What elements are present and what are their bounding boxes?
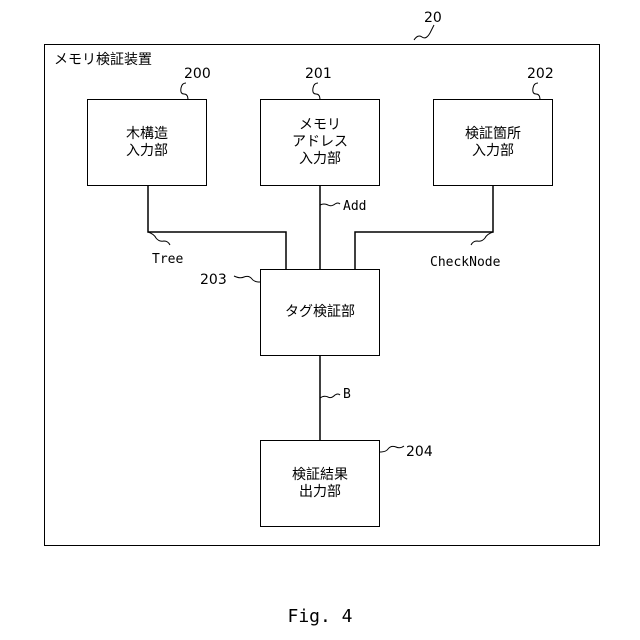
leader-200: [181, 83, 188, 100]
signal-tree-label: Tree: [152, 252, 183, 267]
ref-20: 20: [424, 10, 442, 26]
leader-203: [234, 276, 260, 282]
leader-202: [533, 83, 540, 100]
signal-add-label: Add: [343, 199, 366, 214]
address-input-label: メモリ アドレス 入力部: [292, 117, 348, 168]
tree-input-box: 木構造 入力部: [87, 99, 207, 186]
ref-203: 203: [200, 272, 227, 288]
leader-b: [320, 394, 340, 398]
leader-tree: [148, 232, 170, 245]
leader-add: [320, 203, 340, 206]
tree-input-label: 木構造 入力部: [126, 126, 168, 160]
leader-204: [380, 446, 404, 452]
ref-201: 201: [305, 66, 332, 82]
tag-verifier-box: タグ検証部: [260, 269, 380, 356]
signal-checknode-label: CheckNode: [430, 255, 500, 270]
address-input-box: メモリ アドレス 入力部: [260, 99, 380, 186]
result-output-box: 検証結果 出力部: [260, 440, 380, 527]
ref-200: 200: [184, 66, 211, 82]
signal-b-label: B: [343, 387, 351, 402]
leader-201: [313, 83, 320, 100]
ref-202: 202: [527, 66, 554, 82]
figure-caption: Fig. 4: [0, 606, 640, 627]
ref-204: 204: [406, 444, 433, 460]
leader-checknode: [471, 232, 493, 245]
result-output-label: 検証結果 出力部: [292, 467, 348, 501]
leader-20: [414, 25, 434, 40]
checkpoint-input-box: 検証箇所 入力部: [433, 99, 553, 186]
tag-verifier-label: タグ検証部: [285, 304, 355, 321]
checkpoint-input-label: 検証箇所 入力部: [465, 126, 521, 160]
